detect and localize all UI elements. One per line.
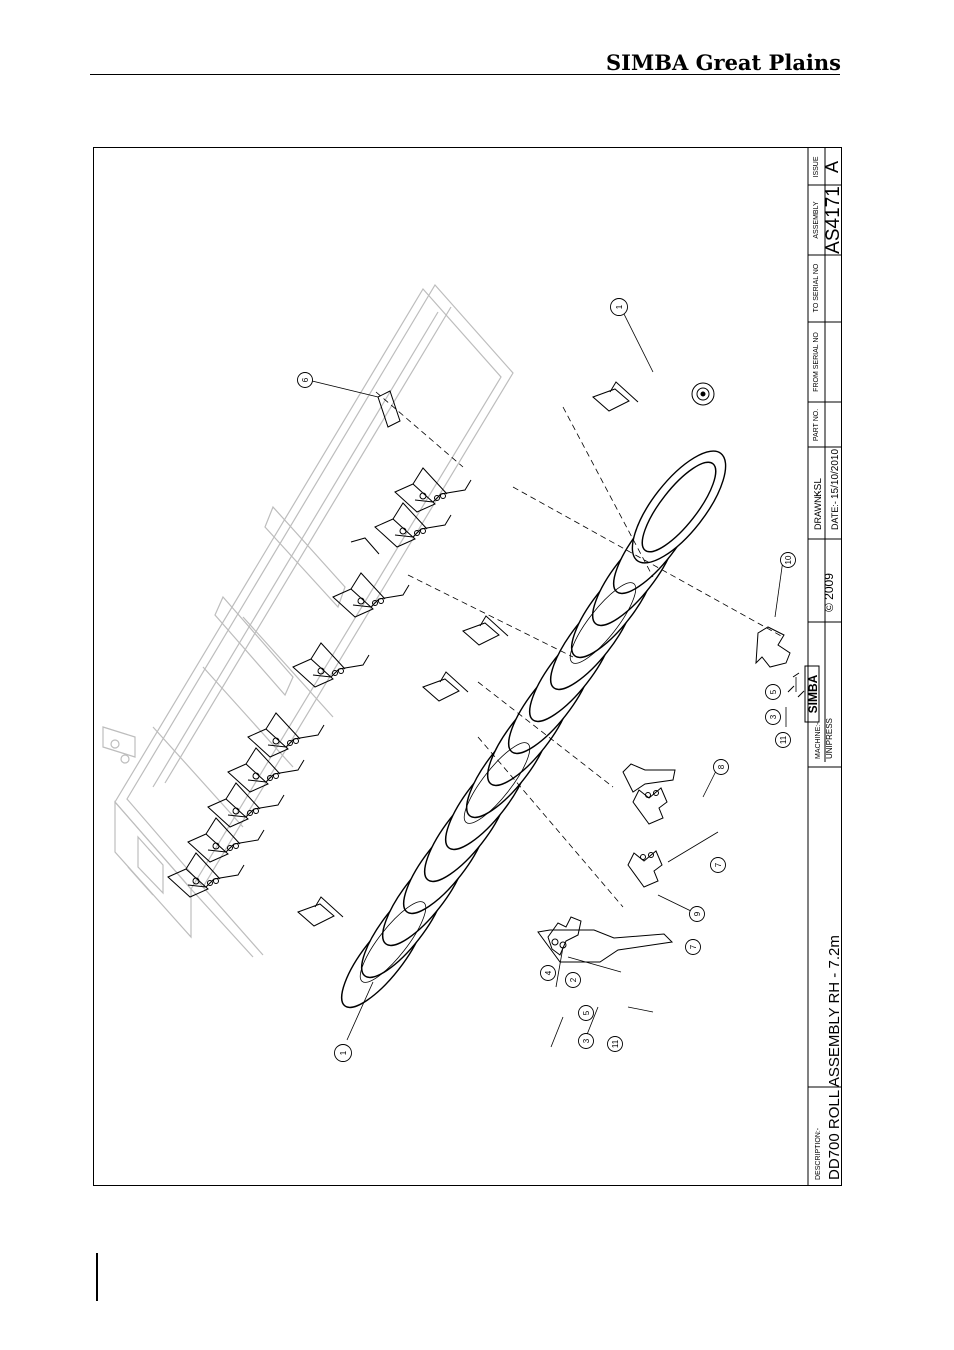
callout-7-upper: 7 [711, 858, 726, 873]
svg-text:8: 8 [717, 764, 726, 769]
svg-text:4: 4 [544, 970, 553, 975]
callout-1-upper: 1 [611, 299, 628, 316]
svg-text:3: 3 [769, 714, 778, 719]
issue-label: ISSUE [813, 156, 820, 177]
roller-discs [329, 437, 741, 1018]
header-rule [90, 74, 840, 75]
svg-text:7: 7 [714, 862, 723, 867]
assembly-label: ASSEMBLY [813, 201, 820, 239]
svg-text:7: 7 [689, 944, 698, 949]
to-serial-label: TO SERIAL NO [813, 263, 820, 312]
exploded-parts-drawing: ISSUE A ASSEMBLY AS4171 TO SERIAL NO FRO… [93, 147, 842, 1186]
callout-1-lower: 1 [335, 1045, 352, 1062]
callout-11-upper: 11 [776, 733, 791, 748]
description-label: DESCRIPTION:- [815, 1127, 822, 1180]
from-serial-label: FROM SERIAL NO [813, 332, 820, 392]
svg-text:10: 10 [784, 555, 793, 564]
callout-4: 4 [541, 966, 556, 981]
title-block-text: ISSUE A ASSEMBLY AS4171 TO SERIAL NO FRO… [805, 156, 842, 1180]
logo-text: SIMBA [806, 674, 820, 713]
part-no-label: PART NO. [813, 409, 820, 441]
simba-logo: SIMBA [805, 666, 820, 722]
callout-3-lower: 3 [579, 1034, 594, 1049]
svg-text:3: 3 [582, 1038, 591, 1043]
callout-3-upper: 3 [766, 710, 781, 725]
callout-9: 9 [690, 907, 705, 922]
svg-text:5: 5 [769, 689, 778, 694]
description-value: DD700 ROLL ASSEMBLY RH - 7.2m [826, 935, 842, 1180]
machine-label: MACHINE:- [815, 722, 822, 759]
page-margin-bar [96, 1253, 98, 1301]
callout-10: 10 [781, 553, 796, 568]
assembly-number: AS4171 [823, 186, 842, 254]
copyright: © 2009 [822, 573, 836, 612]
machine-value: UNIPRESS [825, 718, 834, 759]
issue-value: A [822, 161, 842, 173]
callout-7-lower: 7 [686, 940, 701, 955]
svg-text:1: 1 [339, 1050, 348, 1055]
callout-11-lower: 11 [608, 1037, 623, 1052]
callout-5-upper: 5 [766, 685, 781, 700]
date-value: 15/10/2010 [830, 449, 841, 499]
bracket-row [168, 391, 471, 897]
brand-title: SIMBA Great Plains [606, 50, 841, 75]
svg-text:9: 9 [693, 911, 702, 916]
drawn-value: KSL [813, 478, 824, 497]
svg-text:11: 11 [611, 1039, 620, 1048]
svg-text:2: 2 [569, 977, 578, 982]
callout-2: 2 [566, 973, 581, 988]
callout-5-lower: 5 [579, 1006, 594, 1021]
svg-text:6: 6 [301, 377, 310, 382]
callout-8: 8 [714, 760, 729, 775]
svg-text:1: 1 [615, 304, 624, 309]
roller-hub [692, 383, 714, 405]
callout-6: 6 [298, 373, 313, 388]
date-label: DATE:- [830, 501, 840, 530]
svg-text:5: 5 [582, 1010, 591, 1015]
svg-text:11: 11 [779, 735, 788, 744]
